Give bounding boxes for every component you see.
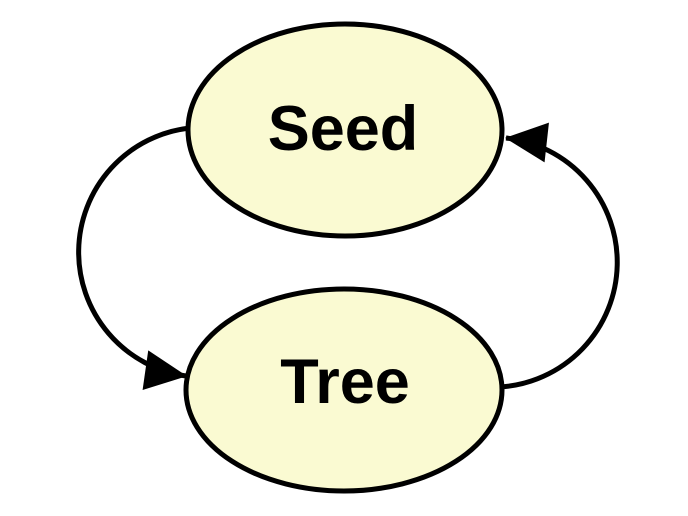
node-seed: Seed — [185, 21, 505, 239]
node-tree-label: Tree — [280, 347, 410, 417]
edge-seed-to-tree — [76, 125, 191, 390]
node-seed-label: Seed — [268, 94, 419, 164]
node-seed-shape — [185, 21, 505, 239]
node-tree: Tree — [183, 286, 505, 494]
edge-tree-to-seed — [499, 122, 620, 390]
node-tree-shape — [183, 286, 505, 494]
